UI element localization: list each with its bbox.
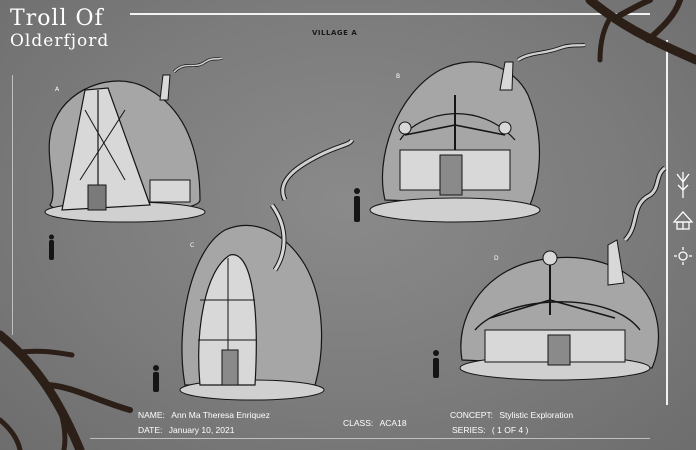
frame-top-line — [130, 13, 650, 15]
title-line-2: Olderfjord — [10, 31, 110, 51]
series-value: ( 1 OF 4 ) — [491, 425, 529, 435]
sheet-title: Troll Of Olderfjord — [10, 8, 109, 50]
series-label: SERIES: — [452, 425, 486, 435]
concept-value: Stylistic Exploration — [499, 410, 574, 420]
branch-icon — [676, 172, 690, 198]
house-b — [354, 43, 586, 223]
class-value: ACA18 — [379, 418, 407, 428]
class-label: CLASS: — [343, 418, 374, 428]
name-row: NAME: Ann Ma Theresa Enriquez — [138, 410, 270, 420]
house-letter-c: C — [190, 242, 195, 249]
date-row: DATE: January 10, 2021 — [138, 425, 234, 435]
frame-left-line — [12, 75, 13, 335]
title-line-1: Troll Of — [10, 6, 104, 31]
house-a — [44, 56, 223, 260]
house-d — [433, 165, 667, 381]
house-letter-a: A — [55, 86, 60, 93]
date-value: January 10, 2021 — [168, 425, 235, 435]
name-label: NAME: — [138, 410, 165, 420]
frame-bottom-line — [90, 438, 650, 439]
house-letter-b: B — [396, 73, 401, 80]
village-label: VILLAGE A — [312, 29, 358, 37]
class-row: CLASS: ACA18 — [343, 418, 407, 428]
frame-right-line — [666, 40, 668, 405]
antler-bottom-left-icon — [0, 330, 133, 450]
house-c — [153, 138, 355, 401]
sun-symbol-icon — [674, 247, 692, 265]
series-row: SERIES: ( 1 OF 4 ) — [452, 425, 528, 435]
name-value: Ann Ma Theresa Enriquez — [171, 410, 270, 420]
house-letter-d: D — [494, 255, 499, 262]
antler-top-right-icon — [585, 0, 696, 65]
concept-label: CONCEPT: — [450, 410, 493, 420]
hut-icon — [672, 211, 694, 230]
concept-row: CONCEPT: Stylistic Exploration — [450, 410, 573, 420]
date-label: DATE: — [138, 425, 163, 435]
